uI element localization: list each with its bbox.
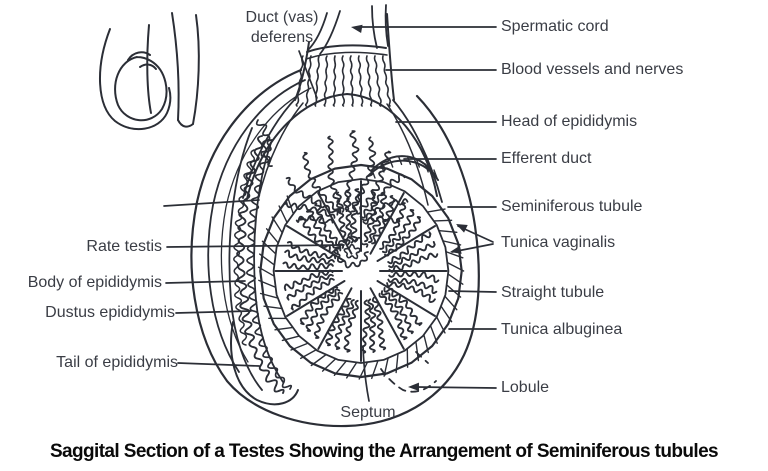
label-tail-of-epididymis: Tail of epididymis xyxy=(56,354,178,371)
leader-lines xyxy=(163,24,497,402)
testis-sagittal-section-drawing xyxy=(190,4,480,428)
label-duct-vas-deferens: Duct (vas) deferens xyxy=(245,9,319,46)
label-seminiferous-tubule: Seminiferous tubule xyxy=(501,198,643,215)
label-straight-tubule: Straight tubule xyxy=(501,284,605,301)
label-dustus-epididymis: Dustus epididymis xyxy=(45,304,175,321)
label-head-of-epididymis: Head of epididymis xyxy=(501,113,638,130)
label-tunica-albuginea: Tunica albuginea xyxy=(501,321,623,338)
label-body-of-epididymis: Body of epididymis xyxy=(27,274,162,291)
label-spermatic-cord: Spermatic cord xyxy=(501,18,609,35)
label-efferent-duct: Efferent duct xyxy=(501,150,592,167)
figure-caption: Saggital Section of a Testes Showing the… xyxy=(49,441,719,462)
label-tunica-vaginalis: Tunica vaginalis xyxy=(501,234,616,251)
label-rate-testis: Rate testis xyxy=(86,238,162,255)
label-blood-vessels-and-nerves: Blood vessels and nerves xyxy=(501,61,684,78)
label-septum: Septum xyxy=(340,404,396,421)
label-lobule: Lobule xyxy=(501,379,550,396)
inset-external-genitalia-drawing xyxy=(98,12,200,131)
